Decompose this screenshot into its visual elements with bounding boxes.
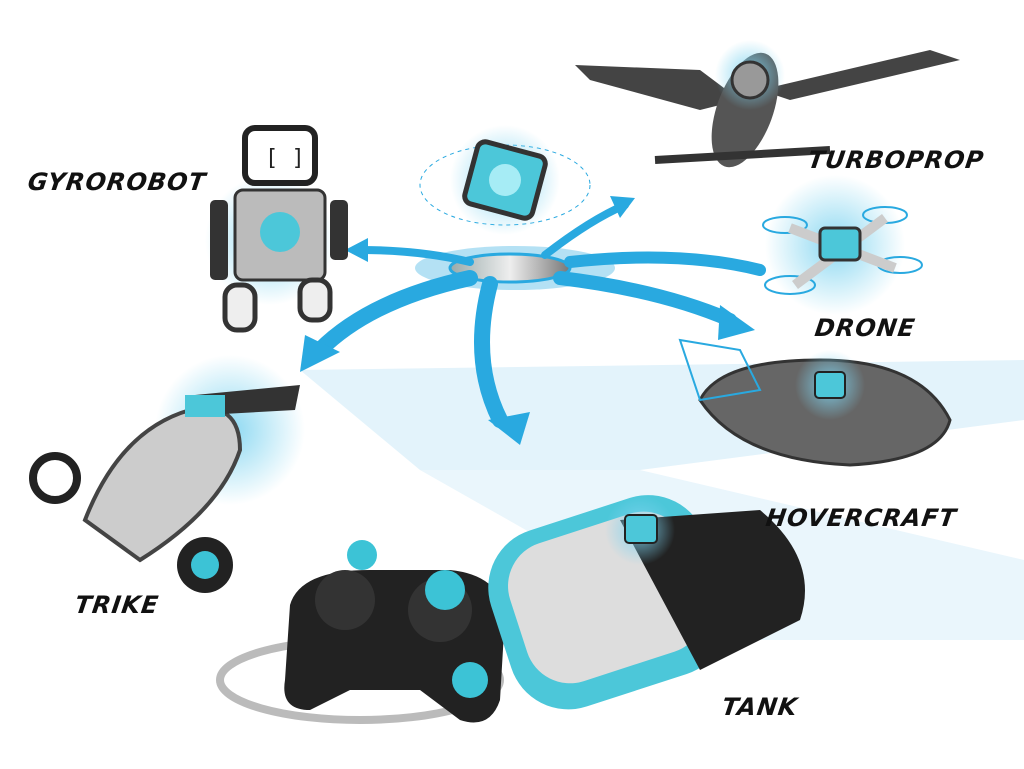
- drone-image: [762, 175, 923, 315]
- hovercraft-image: [678, 338, 952, 467]
- center-platform: [415, 125, 615, 290]
- trike-image: [29, 355, 305, 593]
- label-hovercraft: HOVERCRAFT: [764, 504, 959, 532]
- arrow-heads: [300, 196, 755, 445]
- label-tank: TANK: [720, 693, 800, 721]
- label-drone: DRONE: [813, 314, 918, 342]
- svg-text:[ ]: [ ]: [265, 146, 305, 171]
- label-gyrorobot: GYROROBOT: [26, 168, 208, 196]
- turboprop-image: [575, 40, 960, 168]
- gyrorobot-image: [ ]: [205, 125, 348, 333]
- label-turboprop: TURBOPROP: [806, 146, 987, 174]
- remote-controller-image: [216, 540, 505, 724]
- tank-image: [488, 495, 805, 710]
- label-trike: TRIKE: [73, 591, 161, 619]
